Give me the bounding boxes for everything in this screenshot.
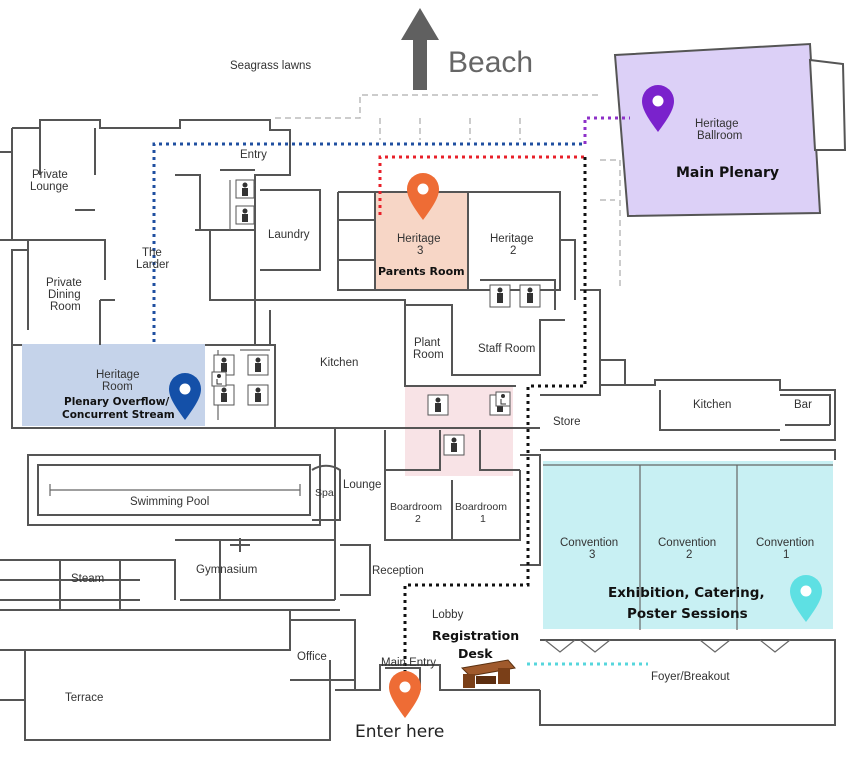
routes <box>152 116 648 672</box>
beach-label: Beach <box>448 46 533 79</box>
boardroom-2-label-1: Boardroom <box>390 501 442 513</box>
pin-heritage-room-icon[interactable] <box>169 373 201 420</box>
exhibition-label-1: Exhibition, Catering, <box>608 585 765 601</box>
staff-room-label: Staff Room <box>478 343 535 355</box>
plenary-overflow-label-1: Plenary Overflow/ <box>64 396 169 408</box>
foyer-label: Foyer/Breakout <box>651 671 730 683</box>
terrace-label: Terrace <box>65 692 103 704</box>
spa-label: Spa <box>315 487 334 499</box>
kitchen-label: Kitchen <box>320 357 358 369</box>
larder-label-1: The <box>142 247 162 259</box>
plenary-overflow-label-2: Concurrent Stream <box>62 409 175 421</box>
steam-label: Steam <box>71 573 104 585</box>
north-arrow-icon <box>401 8 439 90</box>
ballroom-label-2: Ballroom <box>697 130 742 142</box>
toilet-icons <box>213 179 541 456</box>
heritage-room-label-2: Room <box>102 381 133 393</box>
desk-icon <box>460 659 516 688</box>
private-lounge-label-2: Lounge <box>30 181 68 193</box>
pin-ballroom-icon[interactable] <box>642 85 674 132</box>
gymnasium-label: Gymnasium <box>196 564 257 576</box>
route-red <box>378 155 585 215</box>
store-label: Store <box>553 416 581 428</box>
lobby-label: Lobby <box>432 609 464 621</box>
main-plenary-label: Main Plenary <box>676 165 779 181</box>
route-purple <box>583 116 630 144</box>
convention-3-label-1: Convention <box>560 537 618 549</box>
private-lounge-label-1: Private <box>32 169 68 181</box>
laundry-label: Laundry <box>268 229 310 241</box>
heritage-2-label-2: 2 <box>510 245 516 257</box>
pin-heritage-3-icon[interactable] <box>407 173 439 220</box>
ballroom-annex <box>808 58 847 151</box>
heritage-3-label-2: 3 <box>417 245 423 257</box>
exhibition-label-2: Poster Sessions <box>627 606 748 622</box>
route-navy <box>152 142 585 342</box>
heritage-3-label-1: Heritage <box>397 233 440 245</box>
convention-2-label-1: Convention <box>658 537 716 549</box>
lounge-label: Lounge <box>343 479 381 491</box>
route-black <box>403 157 587 672</box>
bar-label: Bar <box>794 399 812 411</box>
boardroom-2-label-2: 2 <box>415 513 421 525</box>
pin-convention-icon[interactable] <box>790 575 822 622</box>
private-dining-label-2: Dining <box>48 289 81 301</box>
convention-2-label-2: 2 <box>686 549 692 561</box>
reception-label: Reception <box>372 565 424 577</box>
plant-room-label-1: Plant <box>414 337 441 349</box>
swimming-pool-label: Swimming Pool <box>130 496 209 508</box>
convention-area[interactable] <box>543 461 833 629</box>
seagrass-lawns-label: Seagrass lawns <box>230 60 311 72</box>
convention-1-label-1: Convention <box>756 537 814 549</box>
main-entry-label: Main Entry <box>381 657 436 669</box>
boardroom-1-label-1: Boardroom <box>455 501 507 513</box>
plant-room-label-2: Room <box>413 349 444 361</box>
heritage-ballroom-area[interactable] <box>613 42 822 218</box>
heritage-2-label-1: Heritage <box>490 233 533 245</box>
private-dining-label-3: Room <box>50 301 81 313</box>
ballroom-label-1: Heritage <box>695 118 738 130</box>
kitchen-2-label: Kitchen <box>693 399 731 411</box>
enter-here-label: Enter here <box>355 722 444 742</box>
convention-3-label-2: 3 <box>589 549 595 561</box>
entry-label: Entry <box>240 149 267 161</box>
office-label: Office <box>297 651 327 663</box>
larder-label-2: Larder <box>136 259 169 271</box>
parents-room-label: Parents Room <box>378 265 465 278</box>
convention-1-label-2: 1 <box>783 549 789 561</box>
boardroom-1-label-2: 1 <box>480 513 486 525</box>
registration-label-1: Registration <box>432 628 519 643</box>
building-walls <box>0 119 836 741</box>
private-dining-label-1: Private <box>46 277 82 289</box>
registration-label-2: Desk <box>458 646 493 661</box>
pin-entrance-icon[interactable] <box>389 671 421 718</box>
outdoor-paths <box>275 94 621 290</box>
accessible-icon <box>211 371 511 407</box>
heritage-room-label-1: Heritage <box>96 369 139 381</box>
